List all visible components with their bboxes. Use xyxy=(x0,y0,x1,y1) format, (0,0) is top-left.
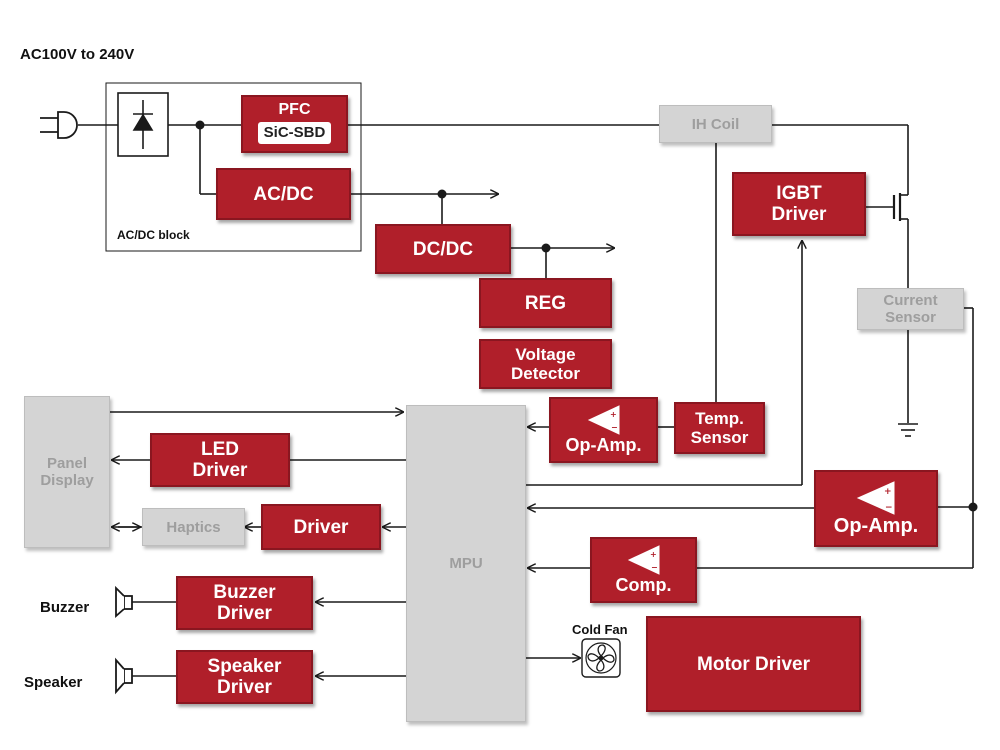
buzzer-label: Buzzer xyxy=(40,599,90,616)
opamp-current-block: + − Op-Amp. xyxy=(814,470,938,547)
igbt-driver-block: IGBT Driver xyxy=(732,172,866,236)
sic-sbd-label: SiC-SBD xyxy=(257,122,332,144)
pfc-block: PFC SiC-SBD xyxy=(241,95,348,153)
reg-label: REG xyxy=(524,292,567,314)
panel-display-block: Panel Display xyxy=(24,396,110,548)
acdc-block-outline xyxy=(105,82,362,252)
current-sensor-line-1: Current xyxy=(883,292,938,309)
svg-text:+: + xyxy=(884,487,892,497)
junction-dot xyxy=(195,120,205,130)
temp-sensor-block: Temp. Sensor xyxy=(674,402,765,454)
led-driver-line-1: LED xyxy=(201,439,239,460)
opamp-temp-block: + − Op-Amp. xyxy=(549,397,658,463)
led-driver-line-2: Driver xyxy=(192,460,248,481)
dcdc-label: DC/DC xyxy=(412,238,474,260)
ih-coil-label: IH Coil xyxy=(691,115,740,133)
cold-fan-label: Cold Fan xyxy=(572,622,628,637)
buzzer-driver-line-2: Driver xyxy=(217,603,272,624)
motor-driver-block: Motor Driver xyxy=(646,616,861,712)
op-amp-triangle-icon: + − xyxy=(587,405,619,435)
panel-display-line-1: Panel xyxy=(46,455,88,472)
op-amp-triangle-icon: + − xyxy=(627,545,659,575)
haptics-driver-block: Driver xyxy=(261,504,381,550)
svg-text:−: − xyxy=(651,563,658,572)
input-voltage-label: AC100V to 240V xyxy=(20,46,135,63)
buzzer-driver-line-1: Buzzer xyxy=(213,582,276,603)
op-amp-triangle-icon: + − xyxy=(856,480,895,515)
mpu-block: MPU xyxy=(406,405,526,722)
speaker-driver-line-2: Driver xyxy=(217,677,272,698)
current-sensor-line-2: Sensor xyxy=(885,309,936,326)
current-sensor-block: Current Sensor xyxy=(857,288,964,330)
acdc-converter-block: AC/DC xyxy=(216,168,351,220)
temp-sensor-line-1: Temp. xyxy=(695,409,744,428)
junction-dot xyxy=(437,189,447,199)
temp-sensor-line-2: Sensor xyxy=(690,428,749,447)
reg-block: REG xyxy=(479,278,612,328)
voltage-detector-line-2: Detector xyxy=(511,364,580,383)
voltage-detector-block: Voltage Detector xyxy=(479,339,612,389)
speaker-label: Speaker xyxy=(24,674,83,691)
haptics-block: Haptics xyxy=(142,508,245,546)
haptics-driver-label: Driver xyxy=(293,516,349,538)
svg-text:−: − xyxy=(885,503,893,513)
pfc-label: PFC xyxy=(278,101,311,118)
comparator-label: Comp. xyxy=(615,575,672,595)
junction-dot xyxy=(541,243,551,253)
ac-plug-icon xyxy=(40,111,78,139)
speaker-icon xyxy=(115,657,133,695)
dcdc-converter-block: DC/DC xyxy=(375,224,511,274)
acdc-block-label: AC/DC block xyxy=(117,228,190,242)
acdc-label: AC/DC xyxy=(253,183,314,205)
opamp-temp-label: Op-Amp. xyxy=(565,435,642,455)
buzzer-icon xyxy=(115,585,133,618)
motor-driver-label: Motor Driver xyxy=(697,653,810,675)
svg-text:−: − xyxy=(611,423,618,432)
panel-display-line-2: Display xyxy=(40,472,94,489)
svg-text:+: + xyxy=(650,550,657,559)
opamp-current-label: Op-Amp. xyxy=(833,514,919,537)
ih-coil-block: IH Coil xyxy=(659,105,772,143)
led-driver-block: LED Driver xyxy=(150,433,290,487)
buzzer-driver-block: Buzzer Driver xyxy=(176,576,313,630)
speaker-driver-line-1: Speaker xyxy=(207,656,282,677)
comparator-block: + − Comp. xyxy=(590,537,697,603)
fan-icon xyxy=(581,638,621,678)
speaker-driver-block: Speaker Driver xyxy=(176,650,313,704)
igbt-driver-line-1: IGBT xyxy=(776,183,822,204)
haptics-label: Haptics xyxy=(166,518,221,536)
bridge-rectifier-icon xyxy=(117,92,169,157)
junction-dot xyxy=(968,502,978,512)
igbt-driver-line-2: Driver xyxy=(771,204,827,225)
mpu-label: MPU xyxy=(449,555,483,572)
voltage-detector-line-1: Voltage xyxy=(515,345,576,364)
svg-text:+: + xyxy=(610,410,617,419)
